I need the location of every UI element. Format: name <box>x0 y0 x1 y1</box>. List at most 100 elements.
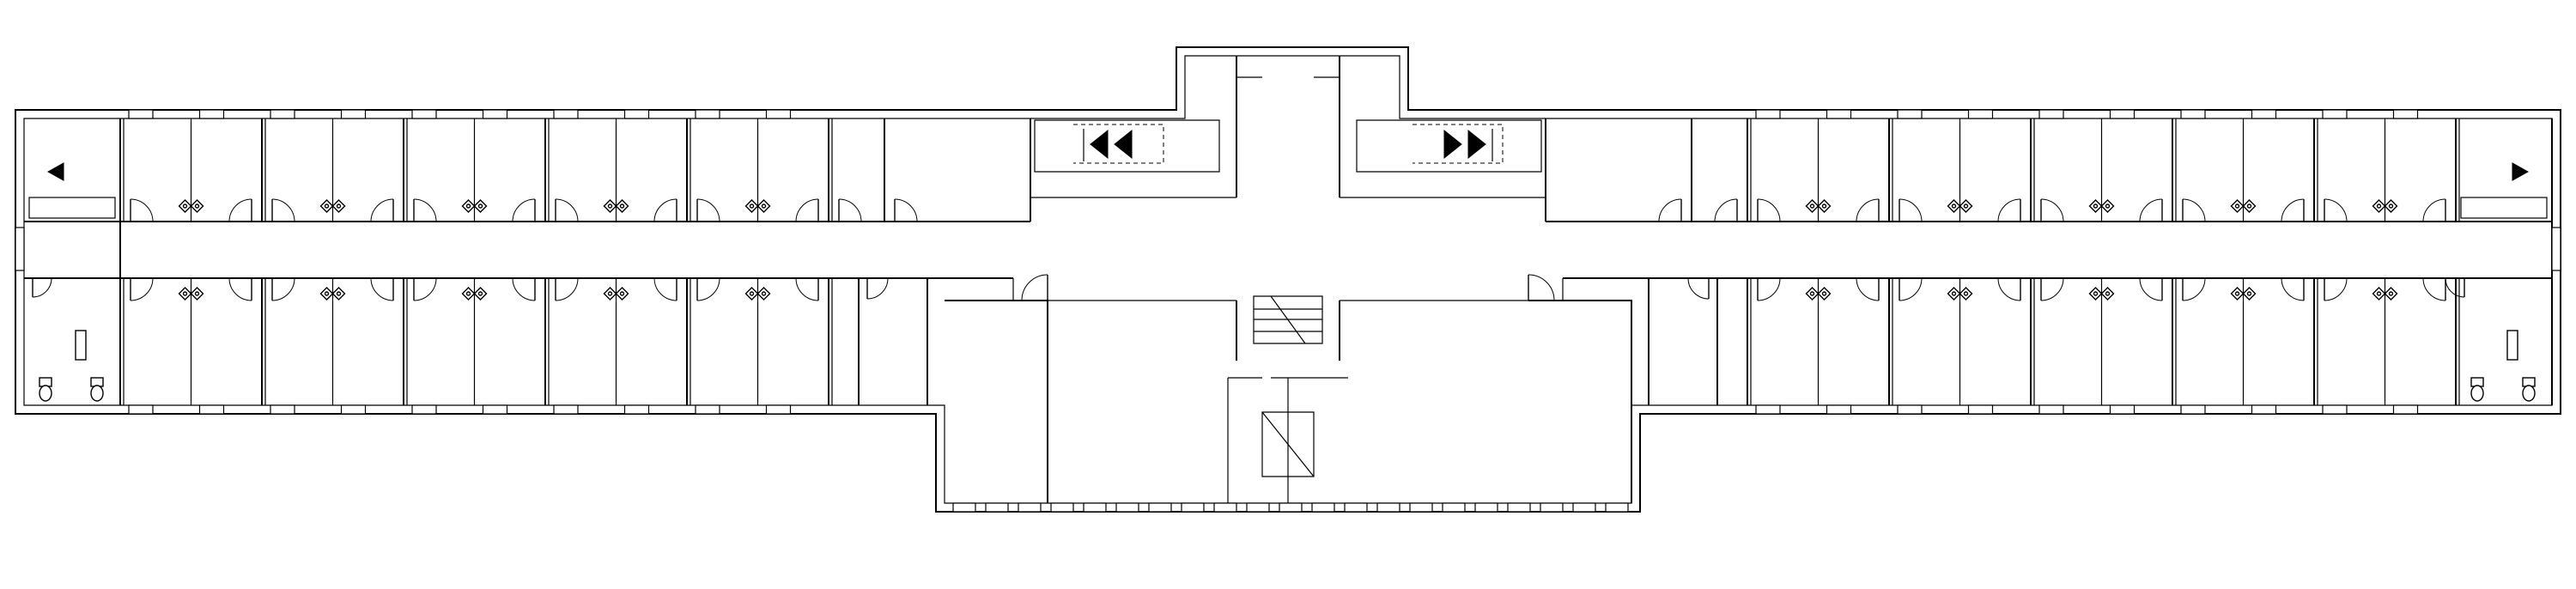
door-swing-arc <box>2422 198 2446 222</box>
windows <box>15 109 2561 513</box>
shower-icon <box>2506 330 2518 361</box>
window <box>15 227 25 271</box>
drain-icon <box>2093 291 2099 296</box>
window <box>340 109 367 119</box>
window <box>2322 109 2348 119</box>
door-swing-arc <box>555 277 579 301</box>
drain-icon <box>1809 291 1815 296</box>
window <box>411 404 437 415</box>
drain-icon <box>749 203 755 209</box>
window <box>2109 404 2136 415</box>
corridors <box>24 197 2552 361</box>
central-rooms <box>945 274 1632 503</box>
window <box>2038 404 2064 415</box>
window <box>2251 109 2277 119</box>
window <box>695 404 720 415</box>
drain-icon <box>2376 203 2382 209</box>
toilet-bowl-icon <box>39 385 52 402</box>
window <box>695 109 720 119</box>
door-swing-arc <box>1856 277 1880 301</box>
window <box>1572 502 1596 513</box>
door-swing-arc <box>838 198 862 222</box>
door-swing-arc <box>2040 277 2064 301</box>
drain-icon <box>2105 203 2111 209</box>
stair-landing <box>2460 197 2548 219</box>
window <box>1755 109 1781 119</box>
window <box>553 109 579 119</box>
window <box>1376 502 1400 513</box>
drain-icon <box>607 203 613 209</box>
door-swing-arc <box>2182 198 2206 222</box>
drain-icon <box>619 203 625 209</box>
window <box>2392 109 2419 119</box>
door-swing-arc <box>1856 198 1880 222</box>
window <box>1246 502 1270 513</box>
window <box>128 109 154 119</box>
door-swing-arc <box>228 198 252 222</box>
window <box>411 109 437 119</box>
drain-icon <box>761 203 767 209</box>
door-swing-arc <box>370 277 394 301</box>
window <box>198 109 225 119</box>
drain-icon <box>2246 203 2252 209</box>
drain-icon <box>1821 291 1827 296</box>
window <box>1826 109 1852 119</box>
door-swing-arc <box>2324 198 2348 222</box>
door-swing-arc <box>2139 277 2163 301</box>
drain-icon <box>1809 203 1815 209</box>
drain-icon <box>182 291 188 296</box>
window <box>2392 404 2419 415</box>
door-swing-arc <box>1899 277 1923 301</box>
window <box>1967 404 1994 415</box>
door-swing-arc <box>696 198 720 222</box>
window <box>1344 502 1368 513</box>
window <box>1474 502 1498 513</box>
window <box>623 404 650 415</box>
drain-icon <box>1963 291 1969 296</box>
door-swing-arc <box>696 277 720 301</box>
window <box>1115 502 1139 513</box>
stair-arrow-icon <box>46 162 64 181</box>
door-swing-arc <box>1757 198 1781 222</box>
door-swing-arc <box>512 277 536 301</box>
window <box>2180 404 2206 415</box>
drain-icon <box>2376 291 2382 296</box>
window <box>1897 404 1923 415</box>
door-swing-arc <box>130 277 154 301</box>
drain-icon <box>619 291 625 296</box>
window <box>2109 109 2136 119</box>
drain-icon <box>182 203 188 209</box>
door-swing-arc <box>795 198 819 222</box>
toilet-bowl-icon <box>2522 385 2536 402</box>
door-swing-arc <box>795 277 819 301</box>
drain-icon <box>2388 291 2394 296</box>
window <box>2038 109 2064 119</box>
door-swing-arc <box>370 198 394 222</box>
window <box>1148 502 1172 513</box>
window <box>985 502 1009 513</box>
door-swing-arc <box>271 198 295 222</box>
window <box>482 109 508 119</box>
window <box>1181 502 1205 513</box>
door-swing-arc <box>1658 198 1682 222</box>
drain-icon <box>749 291 755 296</box>
window <box>1605 502 1629 513</box>
door-swing-arc <box>32 277 52 298</box>
window <box>2551 227 2561 271</box>
window <box>2251 404 2277 415</box>
drain-icon <box>1951 203 1957 209</box>
window <box>1050 502 1074 513</box>
window <box>1311 502 1335 513</box>
window <box>1897 109 1923 119</box>
drain-icon <box>607 291 613 296</box>
drain-icon <box>336 203 342 209</box>
drain-icon <box>2388 203 2394 209</box>
drain-icon <box>2234 291 2240 296</box>
drain-icon <box>2105 291 2111 296</box>
toilet-bowl-icon <box>2470 385 2484 402</box>
window <box>2180 109 2206 119</box>
window <box>1826 404 1852 415</box>
window <box>1083 502 1107 513</box>
window <box>1213 502 1237 513</box>
